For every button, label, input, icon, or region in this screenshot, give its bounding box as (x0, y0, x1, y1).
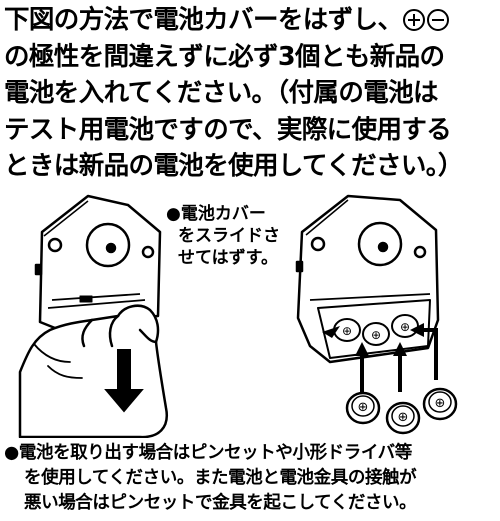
intro-text: 下図の方法で電池カバーをはずし、 の極性を間違えずに必ず3個とも新品の 電池を入… (4, 2, 498, 185)
intro-line-1-text: 下図の方法で電池カバーをはずし、 (4, 5, 403, 35)
battery-replacement-figures: ⊕ ⊕ ⊕ ⊕ ⊕ ⊕ (18, 194, 458, 438)
intro-line-2: の極性を間違えずに必ず3個とも新品の (4, 41, 445, 72)
insert-arrows (360, 328, 438, 392)
battery-3: ⊕ (422, 387, 458, 421)
insert-arrowheads (322, 323, 424, 356)
intro-line-4: テスト用電池ですので、実際に使用する (4, 114, 452, 145)
slide-down-arrow-icon (99, 347, 149, 416)
compartment-slot-3-icon: ⊕ (400, 320, 410, 334)
compartment-slot-1-icon: ⊕ (342, 324, 352, 338)
compartment-slot-2-icon: ⊕ (371, 328, 381, 342)
battery-compartment: ⊕ ⊕ ⊕ (333, 314, 419, 346)
caption-line-1: ●電池カバー (166, 204, 266, 224)
intro-line-5: ときは新品の電池を使用してください。） (4, 151, 463, 181)
slide-cover-caption: ●電池カバー をスライドさ せてはずす。 (166, 203, 280, 269)
battery-1-plus-icon: ⊕ (358, 400, 369, 415)
intro-line-1: 下図の方法で電池カバーをはずし、 (4, 2, 498, 39)
hand-illustration (18, 304, 169, 438)
caption-line-2: をスライドさ (178, 226, 280, 246)
battery-2-plus-icon: ⊕ (398, 410, 409, 425)
battery-2: ⊕ (385, 401, 421, 435)
button-batteries: ⊕ ⊕ ⊕ (345, 387, 458, 435)
caption-line-3: せてはずす。 (178, 248, 278, 268)
minus-polarity-icon (427, 9, 450, 31)
plus-polarity-icon (403, 9, 426, 31)
battery-1: ⊕ (345, 391, 381, 425)
intro-line-3: 電池を入れてください。（付属の電池は (4, 78, 439, 108)
removal-note: ●電池を取り出す場合はピンセットや小形ドライバ等 を使用してください。また電池と… (4, 441, 498, 516)
battery-3-plus-icon: ⊕ (435, 396, 446, 411)
removal-note-line-1: ●電池を取り出す場合はピンセットや小形ドライバ等 (4, 443, 412, 463)
left-device-illustration (34, 194, 162, 336)
removal-note-line-3: 悪い場合はピンセットで金具を起こしてください。 (24, 493, 417, 513)
removal-note-line-2: を使用してください。また電池と電池金具の接触が (24, 468, 417, 488)
